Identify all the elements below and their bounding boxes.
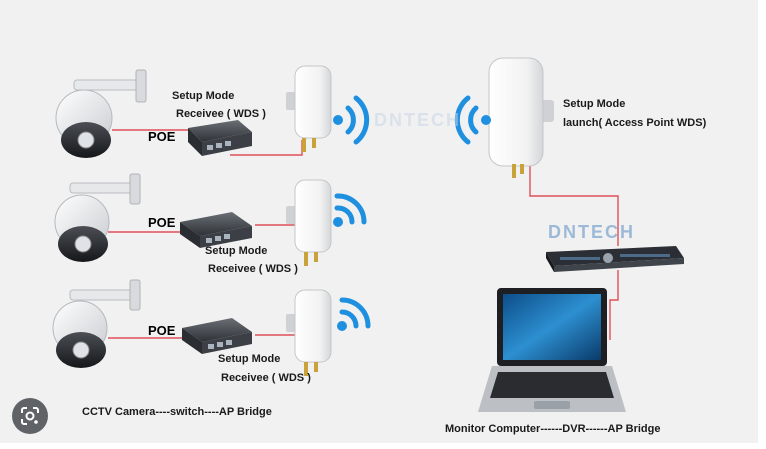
monitor-computer (478, 288, 626, 412)
setup-mode-label-2: Setup Mode (205, 245, 268, 257)
poe-label-2: POE (148, 215, 176, 230)
cctv-camera-1 (55, 69, 147, 158)
wifi-signal-icon-ap (454, 95, 491, 145)
cctv-camera-3 (52, 279, 141, 368)
setup-mode-label-1: Setup Mode (172, 90, 235, 102)
poe-label-3: POE (148, 323, 176, 338)
receivee-label-2: Receivee ( WDS ) (208, 263, 298, 275)
caption-left: CCTV Camera----switch----AP Bridge (82, 406, 272, 418)
poe-label-1: POE (148, 129, 176, 144)
brand-watermark-dvr: DNTECH (548, 222, 635, 242)
connection-lines (108, 129, 619, 340)
caption-right: Monitor Computer------DVR------AP Bridge (445, 423, 661, 435)
ap-bridge-3 (286, 289, 332, 376)
wifi-signal-icon-2 (333, 193, 367, 227)
ap-bridge-2 (286, 179, 332, 266)
wifi-signal-icon-3 (337, 297, 371, 331)
ap-bridge-access-point (488, 57, 554, 178)
receivee-label-3: Receivee ( WDS ) (221, 372, 311, 384)
dvr-recorder (546, 246, 684, 272)
poe-switch-2 (180, 212, 252, 248)
receivee-label-1: Receivee ( WDS ) (176, 108, 266, 120)
setup-mode-label-3: Setup Mode (218, 353, 281, 365)
poe-switch-3 (182, 318, 252, 354)
ap-bridge-1 (286, 65, 332, 152)
lens-glyph (21, 407, 39, 425)
google-lens-icon[interactable] (12, 398, 48, 434)
cctv-camera-2 (54, 173, 141, 262)
brand-watermark: DNTECH (374, 110, 461, 130)
poe-switch-1 (188, 120, 252, 156)
setup-mode-label-ap: Setup Mode (563, 98, 626, 110)
wifi-signal-icon-1 (333, 95, 370, 145)
launch-label-ap: launch( Access Point WDS) (563, 117, 707, 129)
